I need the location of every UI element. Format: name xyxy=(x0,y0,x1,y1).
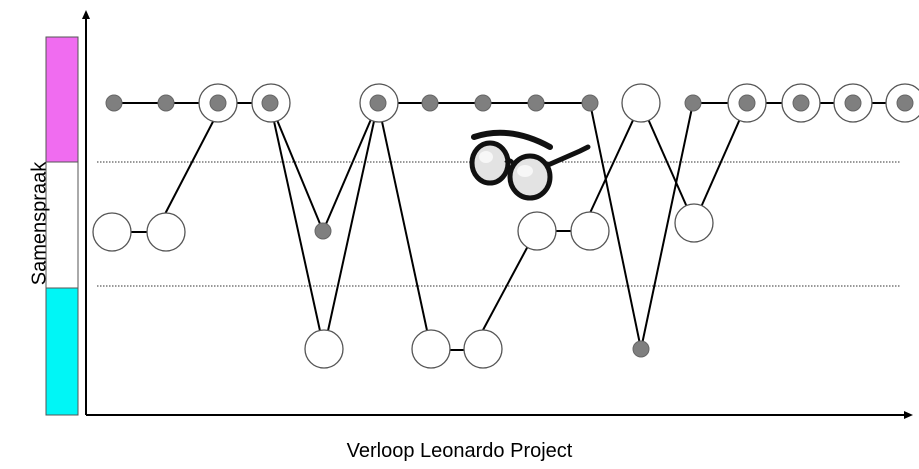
filled-node xyxy=(369,94,387,112)
filled-node xyxy=(314,222,332,240)
connector xyxy=(693,102,748,224)
filled-node xyxy=(844,94,862,112)
open-node xyxy=(304,329,344,369)
open-node xyxy=(411,329,451,369)
connector xyxy=(269,102,325,350)
connector xyxy=(323,102,379,350)
filled-node xyxy=(261,94,279,112)
filled-nodes xyxy=(105,94,914,358)
connector xyxy=(269,102,324,232)
filled-node xyxy=(105,94,123,112)
filled-node xyxy=(581,94,599,112)
filled-node xyxy=(209,94,227,112)
open-node xyxy=(463,329,503,369)
open-node xyxy=(621,83,661,123)
connector xyxy=(589,102,642,350)
x-axis xyxy=(86,411,913,419)
connector xyxy=(322,102,379,232)
connector xyxy=(164,111,219,215)
connector xyxy=(640,102,694,350)
connector xyxy=(640,102,695,224)
y-axis-label: Samenspraak xyxy=(28,161,51,286)
glasses-icon xyxy=(469,129,591,201)
x-axis-label: Verloop Leonardo Project xyxy=(346,440,573,462)
connectors xyxy=(114,102,905,351)
open-node xyxy=(674,203,714,243)
band-medium xyxy=(45,161,79,289)
filled-node xyxy=(738,94,756,112)
band-high xyxy=(45,36,79,163)
open-node xyxy=(570,211,610,251)
filled-node xyxy=(896,94,914,112)
filled-node xyxy=(474,94,492,112)
connector xyxy=(377,102,432,350)
band-low xyxy=(45,287,79,416)
filled-node xyxy=(792,94,810,112)
filled-node xyxy=(684,94,702,112)
open-node xyxy=(517,211,557,251)
open-node xyxy=(92,212,132,252)
y-axis xyxy=(82,10,90,415)
samenspraak-scale xyxy=(45,36,79,416)
filled-node xyxy=(527,94,545,112)
open-nodes xyxy=(92,83,919,369)
connector xyxy=(589,102,642,214)
filled-node xyxy=(157,94,175,112)
filled-node xyxy=(632,340,650,358)
open-node xyxy=(146,212,186,252)
filled-node xyxy=(421,94,439,112)
